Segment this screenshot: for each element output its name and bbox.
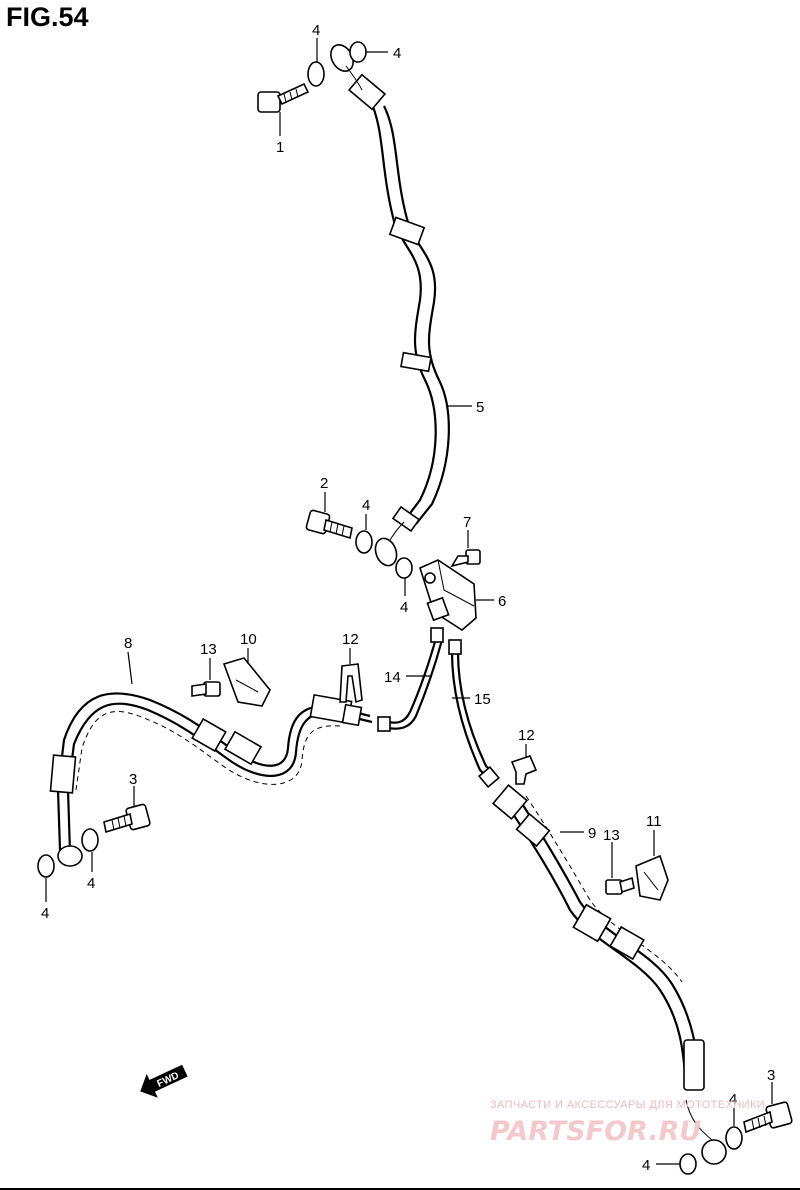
callout-3: 3 bbox=[767, 1067, 775, 1084]
fwd-label: FWD bbox=[156, 1070, 181, 1090]
callout-13: 13 bbox=[200, 641, 217, 658]
brake-hose-9 bbox=[491, 783, 727, 1165]
callout-9: 9 bbox=[588, 825, 596, 842]
washer bbox=[395, 557, 413, 579]
callout-4: 4 bbox=[400, 599, 408, 616]
callout-4: 4 bbox=[393, 45, 401, 62]
callout-8: 8 bbox=[124, 635, 132, 652]
callout-7: 7 bbox=[463, 514, 471, 531]
bolt-13-left bbox=[191, 681, 221, 697]
clamp-10 bbox=[222, 657, 271, 707]
callout-12: 12 bbox=[342, 631, 359, 648]
figure-title: FIG.54 bbox=[6, 2, 89, 32]
clip-12-right bbox=[510, 755, 538, 785]
leader-lines bbox=[45, 38, 773, 1165]
watermark: ЗАПЧАСТИ И АКСЕССУАРЫ ДЛЯ МОТОТЕХНИКИ PA… bbox=[490, 1099, 765, 1147]
callout-4: 4 bbox=[729, 1091, 737, 1108]
callout-15: 15 bbox=[474, 691, 491, 708]
washer bbox=[725, 1126, 743, 1150]
banjo-bolt-3-right bbox=[743, 1101, 793, 1134]
bolt-7 bbox=[450, 549, 481, 568]
washer bbox=[355, 530, 373, 554]
callout-5: 5 bbox=[476, 399, 484, 416]
washer bbox=[679, 1153, 697, 1175]
brake-hose-joint-6 bbox=[419, 559, 477, 631]
washer bbox=[307, 61, 325, 87]
callout-3: 3 bbox=[129, 771, 137, 788]
banjo-bolt-3-left bbox=[103, 803, 151, 834]
callout-4: 4 bbox=[312, 22, 320, 39]
washer bbox=[81, 828, 99, 852]
clip-12-left bbox=[339, 663, 363, 704]
forward-direction-arrow: FWD bbox=[140, 1064, 188, 1098]
watermark-logo: PARTSFOR.RU bbox=[490, 1116, 701, 1147]
callout-4: 4 bbox=[642, 1157, 650, 1174]
brake-hose-upper bbox=[330, 44, 450, 567]
washer bbox=[349, 41, 367, 63]
callout-11: 11 bbox=[646, 813, 662, 830]
callout-4: 4 bbox=[87, 875, 95, 892]
clamp-11 bbox=[635, 854, 669, 901]
banjo-bolt-1 bbox=[257, 82, 310, 113]
watermark-tagline: ЗАПЧАСТИ И АКСЕССУАРЫ ДЛЯ МОТОТЕХНИКИ bbox=[490, 1099, 765, 1111]
callout-6: 6 bbox=[498, 593, 506, 610]
washer bbox=[37, 854, 55, 878]
bolt-13-right bbox=[605, 876, 635, 895]
callout-2: 2 bbox=[320, 475, 328, 492]
callout-14: 14 bbox=[384, 669, 401, 686]
callout-13: 13 bbox=[603, 827, 620, 844]
callout-1: 1 bbox=[276, 139, 284, 156]
callout-12: 12 bbox=[518, 727, 535, 744]
callout-10: 10 bbox=[240, 631, 257, 648]
brake-hose-8 bbox=[49, 692, 373, 867]
brake-pipe-15 bbox=[448, 639, 500, 788]
banjo-bolt-2 bbox=[305, 509, 353, 540]
brake-pipe-14 bbox=[377, 627, 444, 732]
callout-4: 4 bbox=[362, 497, 370, 514]
callout-4: 4 bbox=[41, 905, 49, 922]
